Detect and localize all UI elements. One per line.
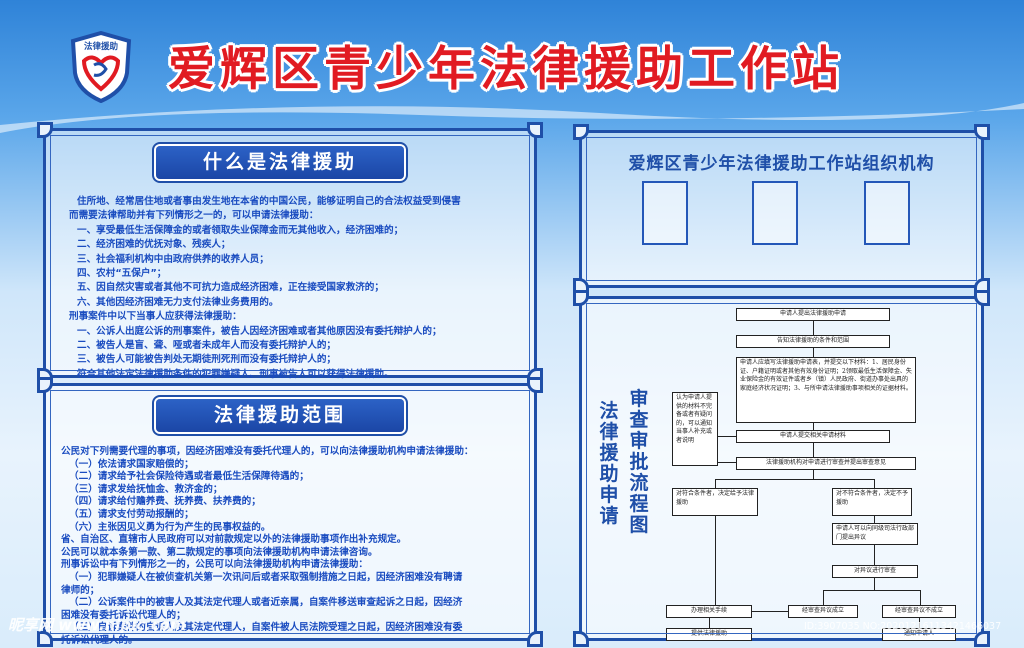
flow-connector <box>709 617 710 628</box>
flow-connector <box>874 545 875 565</box>
text-line: （一）依法请求国家赔偿的； <box>69 458 194 470</box>
text-line: 三、社会福利机构中由政府供养的收养人员； <box>77 253 269 265</box>
flow-connector <box>874 516 875 523</box>
text-line: 三、被告人可能被告判处无期徒刑死刑而没有委托辩护人的； <box>77 354 337 366</box>
flow-connector <box>874 479 875 488</box>
text-line: 五、因自然灾害或者其他不可抗力造成经济困难，正在接受国家救济的； <box>77 282 384 294</box>
flow-side-note: 认为申请人提供的材料不完备或者有疑问的，可以通知当事人补充或者说明 <box>672 392 718 466</box>
flow-connector <box>813 347 814 357</box>
text-line: 省、自治区、直辖市人民政府可以对前款规定以外的法律援助事项作出补充规定。 <box>61 534 407 546</box>
organization-title: 爱辉区青少年法律援助工作站组织机构 <box>628 154 935 174</box>
text-line: 符合其他法定法律援助条件的犯罪嫌疑人、刑事被告人可以获得法律援助。 <box>77 368 394 380</box>
flow-notify: 通知申请人 <box>882 628 956 641</box>
text-line: （四）请求给付赡养费、抚养费、扶养费的； <box>69 496 261 508</box>
flow-procedures: 办理相关手续 <box>666 605 752 618</box>
flow-connector <box>715 516 716 605</box>
flow-connector <box>813 423 814 430</box>
org-photo-placeholder <box>642 181 688 245</box>
section-banner: 什么是法律援助 <box>156 146 404 179</box>
flow-step-submit: 申请人提交相关申请材料 <box>736 430 890 443</box>
text-line: （五）请求支付劳动报酬的； <box>69 508 194 520</box>
flow-connector <box>813 469 814 479</box>
text-line: （六）主张因见义勇为行为产生的民事权益的。 <box>69 521 271 533</box>
org-photo-placeholder <box>864 181 910 245</box>
organization-panel: 爱辉区青少年法律援助工作站组织机构 <box>573 124 990 294</box>
text-line: （三）自诉案件的自诉人及其法定代理人，自案件被人民法院受理之日起，因经济困难没有… <box>69 622 463 634</box>
flow-review-fail: 经审查异议不成立 <box>882 605 956 618</box>
text-line: 困难没有委托诉讼代理人的； <box>61 609 186 621</box>
flow-step-apply: 申请人提出法律援助申请 <box>736 308 890 321</box>
text-line: 刑事案件中以下当事人应获得法律援助： <box>69 311 242 323</box>
watermark-id: ID:3907035 NO:20201216113421466037 <box>804 621 1002 632</box>
text-line: 四、农村“五保户”； <box>77 268 167 280</box>
flowchart-vertical-title: 审查审批流程图 <box>629 388 649 536</box>
text-line: （一）犯罪嫌疑人在被侦查机关第一次讯问后或者采取强制措施之日起，因经济困难没有聘… <box>69 571 463 583</box>
flow-connector <box>752 611 788 612</box>
org-photo-placeholder <box>752 181 798 245</box>
text-line: 一、享受最低生活保障金的或者领取失业保障金而无其他收入，经济困难的； <box>77 224 404 236</box>
flow-connector <box>715 479 716 488</box>
text-line: 公民对下列需要代理的事项，因经济困难没有委托代理人的，可以向法律援助机构申请法律… <box>61 446 474 457</box>
flow-provide-aid: 提供法律援助 <box>666 628 752 641</box>
flow-connector <box>920 590 921 605</box>
flow-step-review: 法律援助机构对申请进行审查并提出审查意见 <box>736 457 916 470</box>
flow-review-ok: 经审查异议成立 <box>788 605 858 618</box>
page-title: 爱辉区青少年法律援助工作站 <box>168 42 844 97</box>
text-line: （二）请求给予社会保险待遇或者最低生活保障待遇的； <box>69 471 309 483</box>
flow-connector <box>715 479 875 480</box>
what-is-legal-aid-text: 住所地、经常居住地或者事由发生地在本省的中国公民，能够证明自己的合法权益受到侵害… <box>69 195 529 382</box>
text-line: 六、其他因经济困难无力支付法律业务费用的。 <box>77 296 279 308</box>
text-line: （二）公诉案件中的被害人及其法定代理人或者近亲属，自案件移送审查起诉之日起，因经… <box>69 597 463 609</box>
flow-no-branch: 对不符合条件者，决定不予援助 <box>832 488 912 516</box>
flow-connector <box>813 320 814 335</box>
flow-connector <box>823 590 824 605</box>
text-line: 公民可以就本条第一款、第二款规定的事项向法律援助机构申请法律咨询。 <box>61 546 378 558</box>
text-line: 刑事诉讼中有下列情形之一的，公民可以向法律援助机构申请法律援助： <box>61 559 368 571</box>
flowchart-vertical-title: 法律援助申请 <box>599 400 619 527</box>
flow-connector <box>919 617 920 628</box>
text-line: 而需要法律帮助并有下列情形之一的，可以申请法律援助： <box>69 210 319 222</box>
legal-aid-scope-text: 公民对下列需要代理的事项，因经济困难没有委托代理人的，可以向法律援助机构申请法律… <box>61 446 533 648</box>
section-banner: 法律援助范围 <box>156 399 404 432</box>
logo-text: 法律援助 <box>83 42 118 52</box>
flowchart-panel: 法律援助申请 审查审批流程图 申请人提出法律援助申请 告知法律援助的条件和范围 … <box>573 290 990 647</box>
flow-connector <box>813 442 814 457</box>
legal-aid-scope-panel: 法律援助范围 公民对下列需要代理的事项，因经济困难没有委托代理人的，可以向法律援… <box>37 377 543 647</box>
text-line: 二、经济困难的优抚对象、残疾人； <box>77 239 231 251</box>
flow-connector <box>823 590 920 591</box>
flow-review-objection: 对异议进行审查 <box>832 565 918 578</box>
watermark-logo: 昵享网 www.nipic.com <box>8 616 186 634</box>
flow-connector <box>874 577 875 590</box>
text-line: 住所地、经常居住地或者事由发生地在本省的中国公民，能够证明自己的合法权益受到侵害 <box>77 196 461 207</box>
text-line: 托诉讼代理人的。 <box>61 634 138 646</box>
what-is-legal-aid-panel: 什么是法律援助 住所地、经常居住地或者事由发生地在本省的中国公民，能够证明自己的… <box>37 122 543 384</box>
flow-step-inform: 告知法律援助的条件和范围 <box>736 335 890 348</box>
flow-yes-branch: 对符合条件者，决定给予法律援助 <box>672 488 758 516</box>
text-line: 二、被告人是盲、聋、哑或者未成年人而没有委托辩护人的； <box>77 340 337 352</box>
text-line: 律师的； <box>61 584 100 596</box>
legal-aid-logo <box>70 31 132 103</box>
flow-connector <box>718 462 736 463</box>
header-swoosh <box>0 103 1024 133</box>
text-line: 一、公诉人出庭公诉的刑事案件，被告人因经济困难或者其他原因没有委托辩护人的； <box>77 325 442 337</box>
flow-objection: 申请人可以向同级司法行政部门提出异议 <box>832 523 918 545</box>
flow-connector <box>718 436 736 437</box>
flow-step-materials: 申请人应填写法律援助申请表，并提交以下材料：1、居民身份证、户籍证明或者其他有效… <box>736 357 916 423</box>
text-line: （三）请求发给抚恤金、救济金的； <box>69 483 223 495</box>
